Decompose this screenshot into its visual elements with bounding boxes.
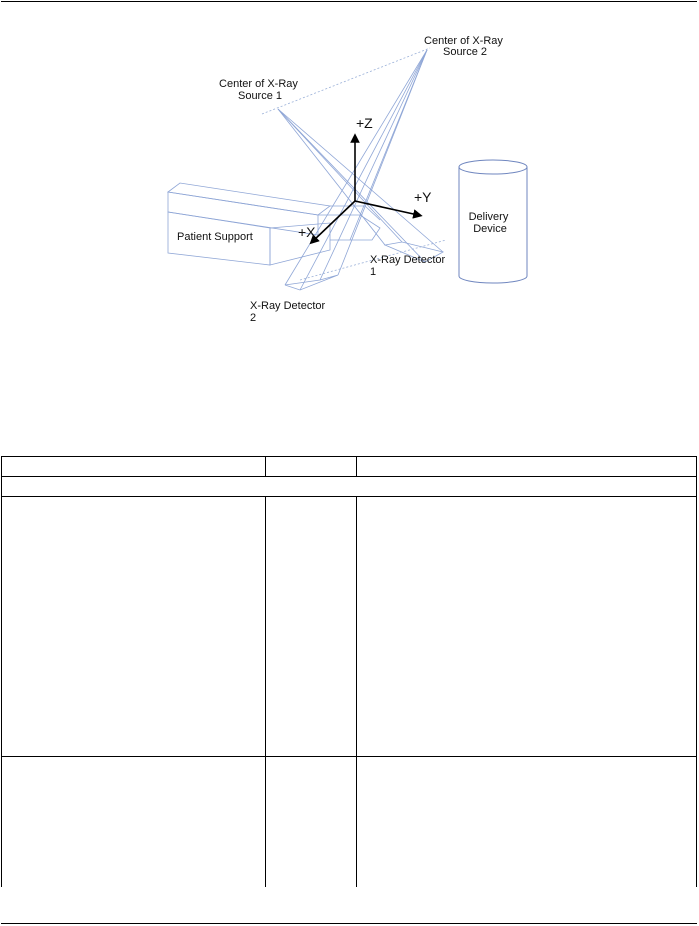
table-header-cell	[356, 456, 697, 477]
table-cell	[356, 756, 697, 887]
detector-1-label: X-Ray Detector 1	[370, 254, 448, 278]
xray-geometry-diagram: Center of X-Ray Source 2 Center of X-Ray…	[166, 35, 528, 324]
table-header-cell	[1, 456, 266, 477]
y-axis-arrow	[354, 200, 423, 219]
detector-plane	[299, 239, 447, 281]
table-cell	[265, 756, 357, 887]
table-cell	[1, 756, 266, 887]
beam-source-1	[277, 108, 445, 263]
patient-support-label: Patient Support	[177, 231, 253, 243]
page-top-rule	[1, 1, 697, 2]
table-header-cell	[265, 456, 357, 477]
x-axis-arrow	[309, 200, 356, 245]
delivery-device-cylinder	[458, 159, 528, 284]
source-1-label: Center of X-Ray Source 1	[219, 78, 301, 102]
table-cell	[356, 496, 697, 757]
patient-support-wireframe	[166, 182, 381, 266]
table-cell	[1, 496, 266, 757]
delivery-device-label: Delivery Device	[469, 211, 512, 235]
z-axis-label: +Z	[356, 115, 373, 131]
beam-source-2	[284, 49, 428, 291]
table-section-row	[1, 476, 697, 497]
page-bottom-rule	[1, 923, 697, 924]
x-axis-label: +X	[298, 224, 316, 240]
source-2-label: Center of X-Ray Source 2	[424, 35, 506, 58]
detector-2-label: X-Ray Detector 2	[250, 300, 328, 324]
table-cell	[265, 496, 357, 757]
y-axis-label: +Y	[414, 189, 432, 205]
